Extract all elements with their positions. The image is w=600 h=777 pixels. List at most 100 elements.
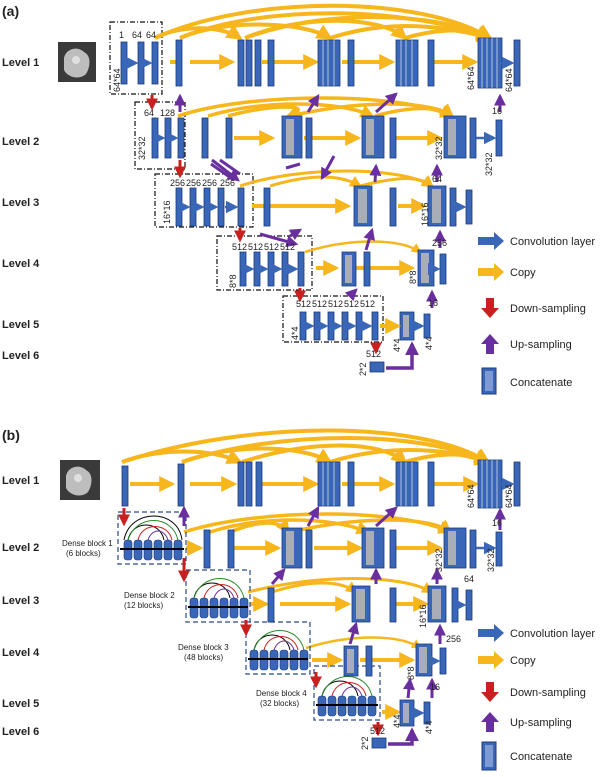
svg-text:Dense block 4: Dense block 4 [256, 689, 307, 698]
concat-stripes [322, 38, 498, 88]
svg-text:128: 128 [160, 108, 175, 118]
svg-text:Copy: Copy [510, 655, 536, 667]
level-label: Level 2 [2, 136, 39, 148]
channel-labels: 1 64 64 64 128 256 256 256 256 512 512 5… [119, 30, 381, 359]
svg-text:64: 64 [432, 174, 442, 184]
yellow-arrow-icon [478, 263, 504, 281]
svg-text:512: 512 [248, 242, 263, 252]
svg-text:Down-sampling: Down-sampling [510, 687, 586, 699]
copy-arrows-b [130, 476, 480, 720]
svg-text:8*8: 8*8 [408, 270, 418, 284]
svg-text:16: 16 [492, 106, 502, 116]
svg-text:(32 blocks): (32 blocks) [260, 699, 299, 708]
svg-text:Dense block 2: Dense block 2 [124, 591, 175, 600]
svg-text:16*16: 16*16 [420, 202, 430, 226]
blue-arrow-icon [478, 624, 504, 642]
svg-text:512: 512 [366, 349, 381, 359]
svg-text:Up-sampling: Up-sampling [510, 717, 572, 729]
size-labels: 64*64 32*32 16*16 8*8 4*4 2*2 4*4 8*8 16… [112, 66, 514, 376]
svg-text:64*64: 64*64 [466, 484, 476, 508]
svg-text:32*32: 32*32 [137, 136, 147, 160]
svg-text:4*4: 4*4 [424, 336, 434, 350]
svg-text:Dense block 1: Dense block 1 [62, 539, 113, 548]
svg-text:Convolution layer: Convolution layer [510, 628, 595, 640]
channel-count-labels: 16 16 256 64 [428, 106, 502, 308]
svg-text:(6 blocks): (6 blocks) [66, 549, 101, 558]
level-label: Level 1 [2, 475, 39, 487]
level-label: Level 1 [2, 57, 39, 69]
level-label: Level 6 [2, 350, 39, 362]
svg-text:64: 64 [144, 108, 154, 118]
upsample-arrows [174, 92, 506, 308]
dense-block-1: Dense block 1 (6 blocks) [62, 511, 187, 565]
upsample-arrows-b [178, 505, 506, 699]
input-ct-image-b [60, 460, 100, 500]
legend-b: Convolution layer Copy Down-sampling Up-… [478, 624, 595, 771]
purple-up-arrow-icon [481, 334, 499, 354]
svg-text:Concatenate: Concatenate [510, 377, 572, 389]
dense-block-3: Dense block 3 (48 blocks) [178, 621, 311, 675]
upsample-arrow [386, 341, 419, 370]
svg-text:(12 blocks): (12 blocks) [124, 601, 163, 610]
svg-text:4*4: 4*4 [392, 338, 402, 352]
svg-text:64: 64 [146, 30, 156, 40]
svg-text:256: 256 [220, 178, 235, 188]
skip-connection-arcs-b-l4 [305, 636, 422, 650]
red-down-arrow-icon [481, 682, 499, 702]
skip-connection-arcs-b-l3 [247, 577, 435, 594]
svg-text:32*32: 32*32 [434, 136, 444, 160]
skip-connection-arcs-l3 [239, 169, 435, 188]
gray-blocks-l4 [345, 253, 429, 283]
svg-text:Copy: Copy [510, 267, 536, 279]
svg-text:256: 256 [170, 178, 185, 188]
level-label: Level 3 [2, 197, 39, 209]
level-label: Level 3 [2, 595, 39, 607]
skip-connection-arcs-b [121, 428, 492, 466]
level-label: Level 4 [2, 647, 40, 659]
level-label: Level 2 [2, 542, 39, 554]
svg-text:64: 64 [464, 574, 474, 584]
encoder-dashed-boxes [109, 21, 384, 343]
dense-block-4: Dense block 4 (32 blocks) [256, 665, 381, 721]
svg-text:64*64: 64*64 [112, 68, 122, 92]
svg-text:4*4: 4*4 [424, 720, 434, 734]
red-down-arrow-icon [481, 298, 499, 318]
svg-text:Convolution layer: Convolution layer [510, 236, 595, 248]
downsample-arrows [146, 95, 382, 355]
panel-b-label: (b) [2, 427, 20, 443]
svg-text:Dense block 3: Dense block 3 [178, 643, 229, 652]
svg-text:512: 512 [344, 299, 359, 309]
svg-text:512: 512 [328, 299, 343, 309]
svg-text:16: 16 [428, 298, 438, 308]
svg-text:32*32: 32*32 [434, 548, 444, 572]
purple-up-arrow-icon [481, 712, 499, 732]
gray-blocks-b-l4 [347, 647, 427, 673]
svg-text:512: 512 [264, 242, 279, 252]
dense-block-2: Dense block 2 (12 blocks) [124, 569, 251, 623]
bottleneck-block-b [371, 737, 387, 749]
svg-text:16: 16 [430, 682, 440, 692]
panel-a-label: (a) [2, 3, 19, 19]
svg-text:1: 1 [119, 30, 124, 40]
skip-connection-arcs [154, 3, 494, 43]
svg-text:32*32: 32*32 [486, 548, 496, 572]
skip-connection-arcs-l4 [304, 240, 422, 254]
svg-text:512: 512 [312, 299, 327, 309]
gray-blocks-b-l3 [356, 589, 441, 619]
svg-text:64*64: 64*64 [504, 68, 514, 92]
svg-text:512: 512 [296, 299, 311, 309]
gray-blocks-l2 [286, 119, 456, 155]
panel-b: (b) Level 1 Level 2 Level 3 Level 4 Leve… [2, 427, 595, 771]
upsample-arrow-b [388, 727, 419, 746]
copy-arrows [170, 54, 479, 276]
svg-text:256: 256 [202, 178, 217, 188]
svg-text:2*2: 2*2 [360, 736, 370, 750]
svg-text:16: 16 [492, 518, 502, 528]
gray-blocks-b-l2 [286, 531, 456, 565]
svg-text:256: 256 [186, 178, 201, 188]
svg-text:4*4: 4*4 [290, 326, 300, 340]
blue-arrow-icon [478, 232, 504, 250]
level-label: Level 5 [2, 698, 39, 710]
svg-text:16*16: 16*16 [162, 200, 172, 224]
